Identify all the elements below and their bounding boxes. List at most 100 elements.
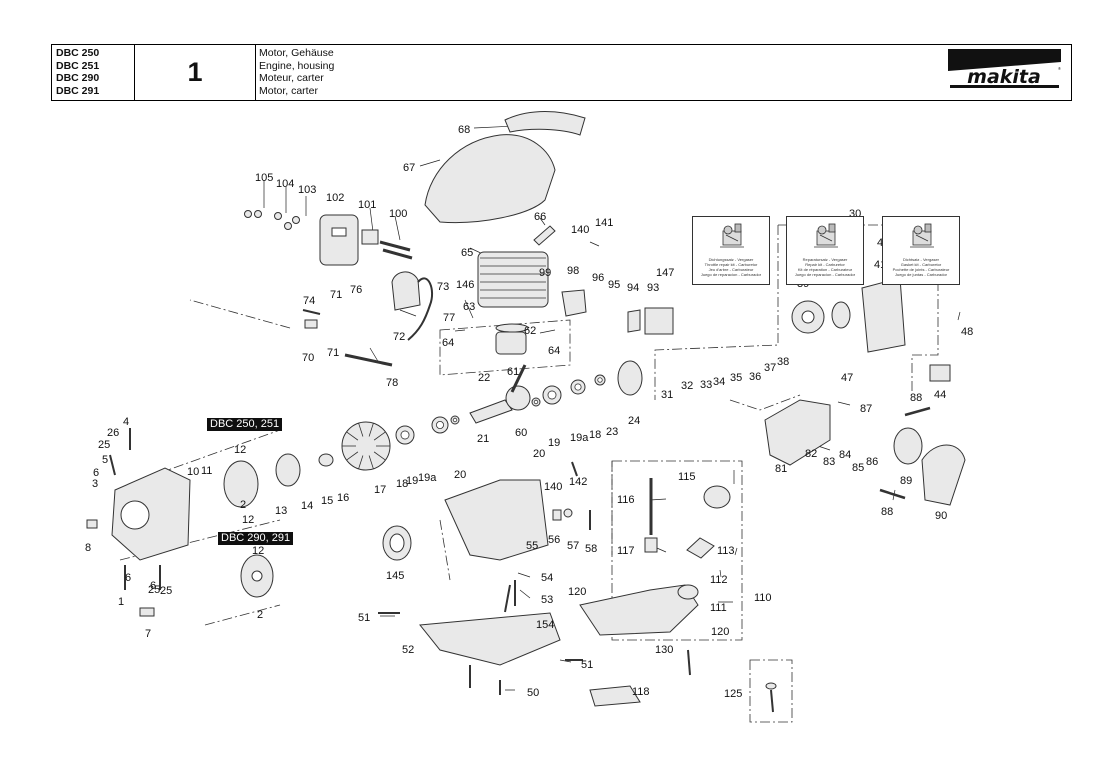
part-callout-41: 41	[874, 259, 887, 271]
title-en: Engine, housing	[259, 59, 335, 72]
crank-web-part	[505, 385, 531, 411]
bottom-guard-part	[419, 612, 561, 666]
part-callout-90: 90	[935, 510, 948, 522]
part-callout-53: 53	[541, 594, 554, 606]
part-callout-62: 62	[524, 325, 537, 337]
makita-logo: makita ®	[948, 49, 1061, 97]
part-callout-83: 83	[823, 456, 836, 468]
part-callout-50: 50	[527, 687, 540, 699]
clutch-shoe-part	[275, 453, 301, 487]
carb-gasket-part	[627, 309, 641, 333]
carburetor-kit-icon	[814, 223, 838, 248]
part-callout-147: 147	[656, 267, 675, 279]
fuel-cap-part	[703, 485, 731, 509]
part-callout-19: 19	[406, 475, 419, 487]
part-callout-93: 93	[647, 282, 660, 294]
part-callout-87: 87	[860, 403, 873, 415]
model-list: DBC 250 DBC 251 DBC 290 DBC 291	[52, 45, 135, 100]
title-fr: Moteur, carter	[259, 72, 324, 84]
leader-line	[649, 470, 738, 603]
connecting-rod-part	[510, 364, 527, 393]
bearing-bore	[547, 390, 557, 400]
brand-logo-text: makita	[967, 66, 1041, 88]
part-callout-145: 145	[386, 570, 405, 582]
part-callout-12: 12	[252, 545, 265, 557]
part-callout-21: 21	[477, 433, 490, 445]
fuel-tank-part	[579, 584, 699, 636]
flywheel-fin	[358, 455, 364, 469]
part-callout-24: 24	[628, 415, 641, 427]
starter-housing-part	[861, 277, 906, 353]
bearing-bore	[452, 417, 458, 423]
part-callout-14: 14	[301, 500, 314, 512]
part-callout-18: 18	[589, 429, 602, 441]
part-callout-100: 100	[389, 208, 408, 220]
group-boundary-61	[439, 319, 571, 376]
cylinder-part	[477, 251, 549, 308]
spacer-part	[304, 319, 318, 329]
part-callout-6: 6	[93, 467, 100, 479]
group-boundary-30	[778, 224, 939, 392]
insulator-part	[561, 289, 587, 317]
part-callout-26: 26	[107, 427, 120, 439]
filler-plate-part	[686, 537, 715, 559]
ignition-coil-part	[391, 271, 421, 311]
part-callout-31: 31	[661, 389, 674, 401]
part-callout-86: 86	[866, 456, 879, 468]
part-callout-140: 140	[571, 224, 590, 236]
part-callout-88: 88	[910, 392, 923, 404]
part-callout-120: 120	[568, 586, 587, 598]
rubber-pad-part	[589, 685, 641, 707]
flywheel-fin	[368, 455, 374, 469]
part-callout-98: 98	[567, 265, 580, 277]
part-callout-105: 105	[255, 172, 274, 184]
group-boundary-30	[654, 225, 779, 400]
kit-box-152: Reparatursatz - Vergaser Repair kit - Ca…	[786, 216, 864, 285]
part-callout-111: 111	[710, 602, 727, 614]
flywheel-fin	[368, 423, 374, 437]
part-callout-35: 35	[730, 372, 743, 384]
carburetor-kit-icon	[910, 223, 934, 248]
part-callout-71: 71	[327, 347, 340, 359]
part-callout-15: 15	[321, 495, 334, 507]
part-callout-18: 18	[396, 478, 409, 490]
model-name: DBC 290	[56, 72, 100, 84]
crankshaft-part	[469, 399, 513, 424]
part-callout-115: 115	[678, 471, 696, 483]
clutch-hub-part	[223, 460, 259, 508]
bearing-bore	[435, 420, 444, 429]
bearing-bore	[533, 399, 539, 405]
part-callout-99: 99	[539, 267, 552, 279]
part-callout-16: 16	[337, 492, 350, 504]
model-name: DBC 291	[56, 84, 100, 97]
pulley-hub	[801, 310, 815, 324]
hub-bore	[251, 570, 263, 582]
group-boundary-125	[749, 659, 793, 723]
screw-part	[109, 454, 116, 476]
part-callout-70: 70	[302, 352, 315, 364]
part-callout-51: 51	[358, 612, 371, 624]
kit-box-151: Dichtungssatz - Vergaser Throttle repair…	[692, 216, 770, 285]
bracket-part	[552, 509, 562, 521]
part-callout-67: 67	[403, 162, 416, 174]
part-callout-101: 101	[358, 199, 377, 211]
plug-part	[139, 607, 155, 617]
part-callout-103: 103	[298, 184, 317, 196]
part-callout-54: 54	[541, 572, 554, 584]
stud-part	[379, 240, 411, 252]
part-callout-10: 10	[187, 466, 200, 478]
part-callout-116: 116	[617, 494, 635, 506]
primer-rod-part	[770, 689, 774, 713]
part-callout-140: 140	[544, 481, 563, 493]
part-callout-20: 20	[454, 469, 467, 481]
part-callout-88: 88	[881, 506, 894, 518]
part-callout-51: 51	[581, 659, 594, 671]
part-callout-30: 30	[849, 208, 862, 220]
part-callout-81: 81	[775, 463, 788, 475]
kit-caption: Dichtsatz - Vergaser Gasket kit - Carbur…	[892, 257, 950, 277]
part-callout-13: 13	[275, 505, 288, 517]
part-callout-64: 64	[548, 345, 561, 357]
part-callout-74: 74	[303, 295, 316, 307]
section-tag-dbc-290-291: DBC 290, 291	[218, 532, 294, 545]
part-callout-94: 94	[627, 282, 640, 294]
